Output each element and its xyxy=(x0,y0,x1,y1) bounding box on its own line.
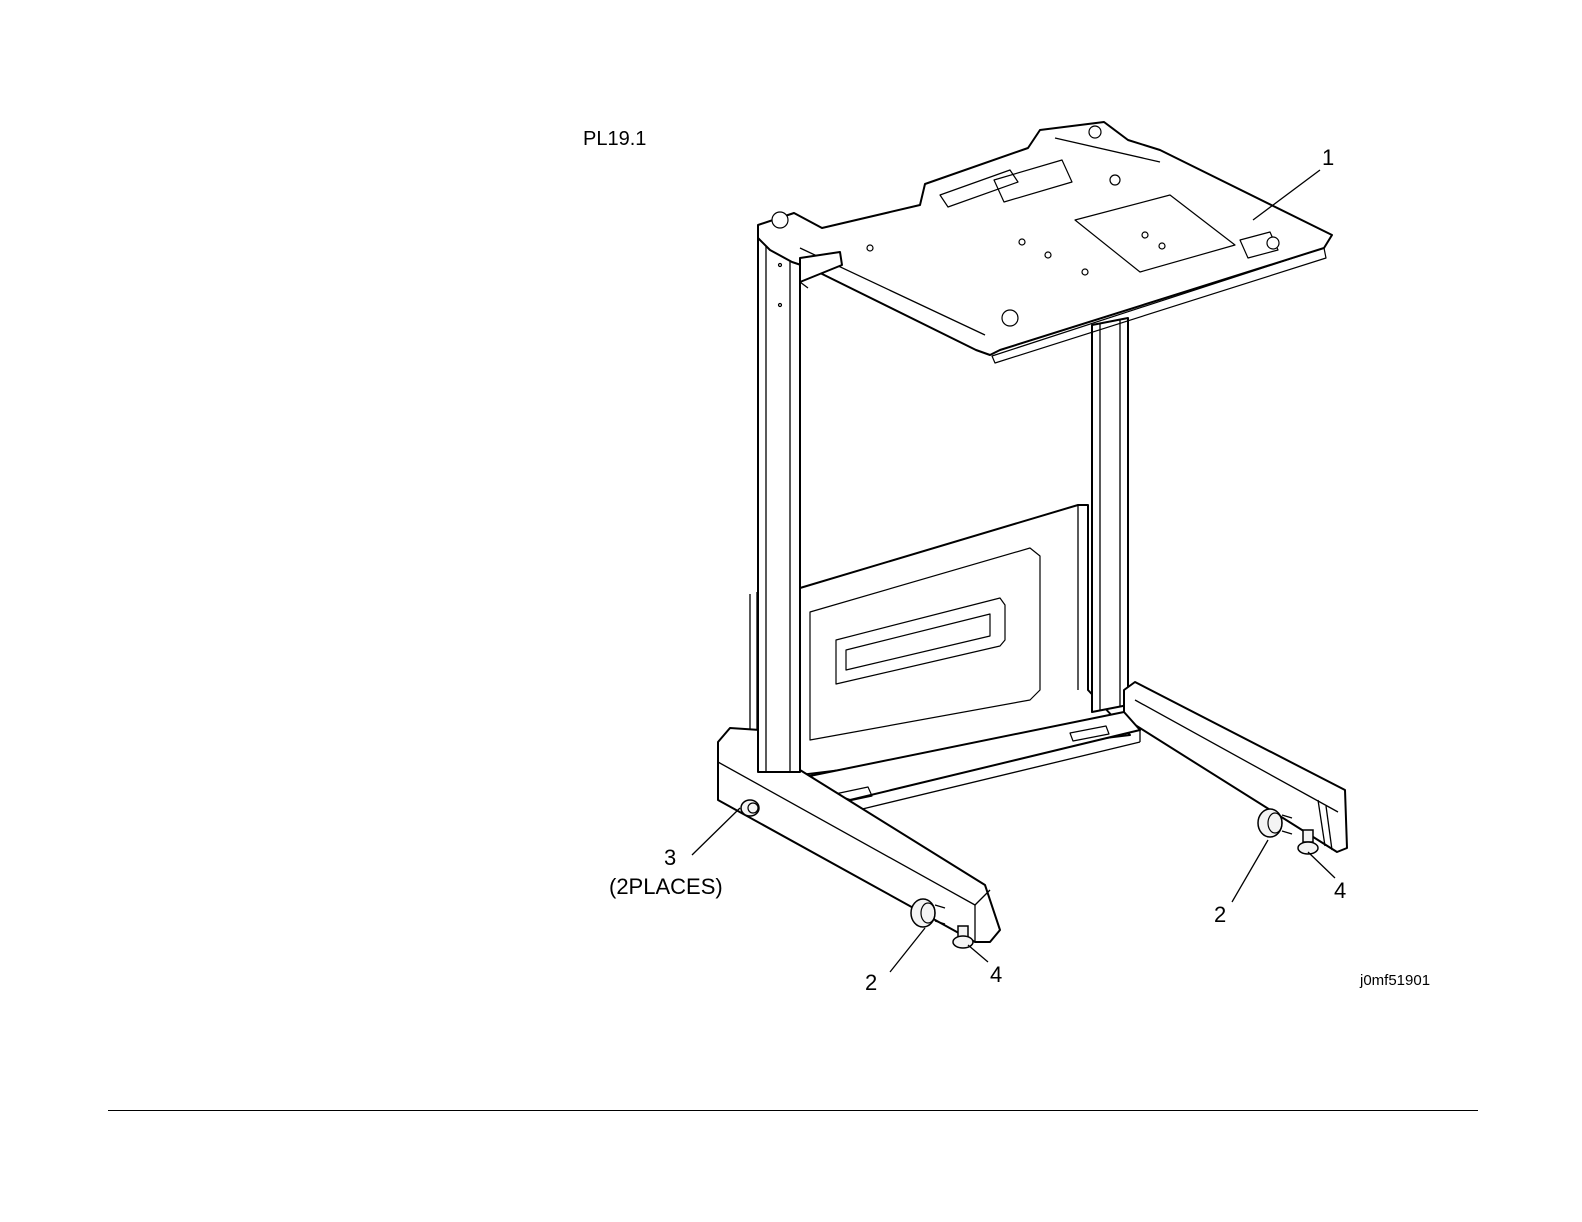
top-tray xyxy=(758,122,1332,363)
leveler-item3 xyxy=(741,800,759,816)
plate-label: PL19.1 xyxy=(583,129,646,149)
callout-foot-front: 4 xyxy=(990,964,1002,986)
callout-places-part: 3 xyxy=(664,847,676,869)
callout-caster-front: 2 xyxy=(865,972,877,994)
callout-foot-rear: 4 xyxy=(1334,880,1346,902)
figure-code: j0mf51901 xyxy=(1360,973,1430,988)
front-upright xyxy=(758,238,800,772)
callout-places-note: (2PLACES) xyxy=(609,876,723,898)
right-base-leg xyxy=(1124,682,1347,852)
callout-caster-rear: 2 xyxy=(1214,904,1226,926)
callout-tray: 1 xyxy=(1322,147,1334,169)
footer-rule xyxy=(108,1110,1478,1111)
rear-upright xyxy=(1092,318,1128,712)
